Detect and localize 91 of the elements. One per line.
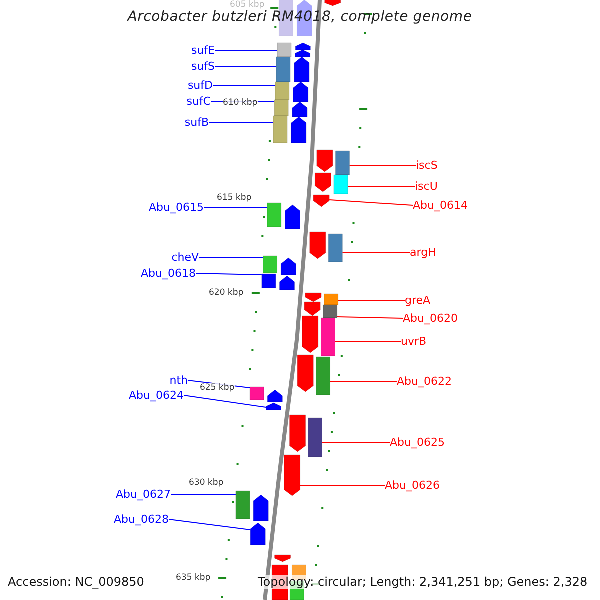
leader-line	[330, 381, 398, 382]
gene-label: nth	[170, 374, 188, 387]
gene-block	[262, 274, 276, 288]
leader-line	[198, 257, 264, 258]
gene-label: iscU	[415, 180, 438, 193]
gene-block	[284, 454, 301, 496]
gene-label: sufC	[186, 95, 211, 108]
gene-block	[267, 202, 282, 228]
gene-block	[295, 42, 311, 50]
gene-label: argH	[410, 246, 436, 259]
gene-block	[276, 56, 291, 82]
leader-line	[204, 207, 268, 208]
leader-line	[336, 316, 404, 319]
gene-block	[313, 194, 330, 208]
gene-block	[267, 390, 283, 402]
leader-line	[322, 442, 390, 443]
scale-label: 635 kbp	[176, 573, 211, 583]
gene-label: Abu_0628	[114, 513, 169, 526]
leader-line	[168, 519, 252, 530]
gene-block	[293, 82, 309, 102]
scale-label: 620 kbp	[209, 288, 244, 298]
gene-block	[316, 150, 334, 172]
gene-block	[328, 234, 343, 262]
gene-block	[316, 356, 331, 396]
gene-label: Abu_0620	[403, 312, 458, 325]
gene-label: Abu_0618	[141, 267, 196, 280]
gene-block	[236, 490, 250, 520]
leader-line	[170, 494, 236, 495]
scale-label: 615 kbp	[217, 193, 252, 203]
leader-line	[347, 186, 416, 187]
gene-label: Abu_0625	[390, 436, 445, 449]
gene-block	[321, 318, 336, 356]
gene-block	[263, 256, 278, 274]
gene-block	[323, 304, 338, 318]
gene-label: uvrB	[401, 335, 427, 348]
leader-line	[338, 300, 406, 301]
scale-label: 605 kbp	[230, 0, 265, 10]
leader-line	[184, 395, 267, 408]
gene-block	[250, 386, 264, 400]
gene-label: sufE	[191, 44, 215, 57]
gene-block	[292, 102, 308, 118]
gene-block	[314, 172, 332, 192]
gene-block	[297, 354, 314, 392]
gene-block	[336, 150, 350, 176]
gene-label: Abu_0622	[397, 375, 452, 388]
leader-line	[214, 50, 278, 51]
gene-block	[285, 204, 300, 230]
scale-label: 630 kbp	[189, 478, 224, 488]
gene-block	[277, 42, 292, 58]
leader-line	[342, 252, 410, 253]
leader-line	[208, 122, 274, 123]
gene-label: cheV	[172, 251, 199, 264]
gene-label: Abu_0627	[116, 488, 171, 501]
gene-label: sufS	[191, 60, 215, 73]
gene-block	[310, 232, 326, 260]
leader-line	[212, 85, 276, 86]
gene-block	[266, 402, 282, 410]
footer-text: Topology: circular; Length: 2,341,251 bp; Genes: 2,328	[258, 575, 588, 589]
gene-label: sufD	[188, 79, 213, 92]
gene-label: Abu_0626	[385, 479, 440, 492]
gene-block	[274, 554, 292, 562]
leader-line	[300, 485, 386, 486]
gene-label: sufB	[184, 116, 209, 129]
gene-label: Abu_0624	[129, 389, 184, 402]
gene-label: Abu_0615	[149, 201, 204, 214]
gene-block	[290, 414, 306, 452]
gene-label: iscS	[416, 159, 438, 172]
gene-block	[280, 258, 296, 276]
gene-block	[291, 116, 307, 144]
gene-block	[274, 100, 289, 116]
leader-line	[214, 66, 278, 67]
gene-block	[334, 174, 348, 194]
scale-label: 625 kbp	[200, 383, 235, 393]
chart-title: Arcobacter butzleri RM4018, complete genome	[126, 9, 474, 25]
leader-line	[334, 341, 402, 342]
gene-block	[324, 0, 342, 6]
gene-block	[253, 494, 269, 522]
gene-block	[280, 276, 295, 290]
gene-label: Abu_0614	[413, 199, 468, 212]
gene-block	[308, 418, 322, 458]
gene-block	[250, 522, 266, 546]
footer-text: Accession: NC_009850	[8, 575, 144, 589]
leader-line	[349, 165, 416, 166]
gene-block	[305, 292, 322, 302]
gene-label: greA	[405, 294, 431, 307]
gene-block	[273, 116, 288, 144]
leader-line	[196, 273, 262, 276]
gene-block	[324, 294, 339, 306]
gene-block	[275, 82, 290, 100]
scale-label: 610 kbp	[223, 98, 258, 108]
leader-line	[329, 200, 414, 206]
